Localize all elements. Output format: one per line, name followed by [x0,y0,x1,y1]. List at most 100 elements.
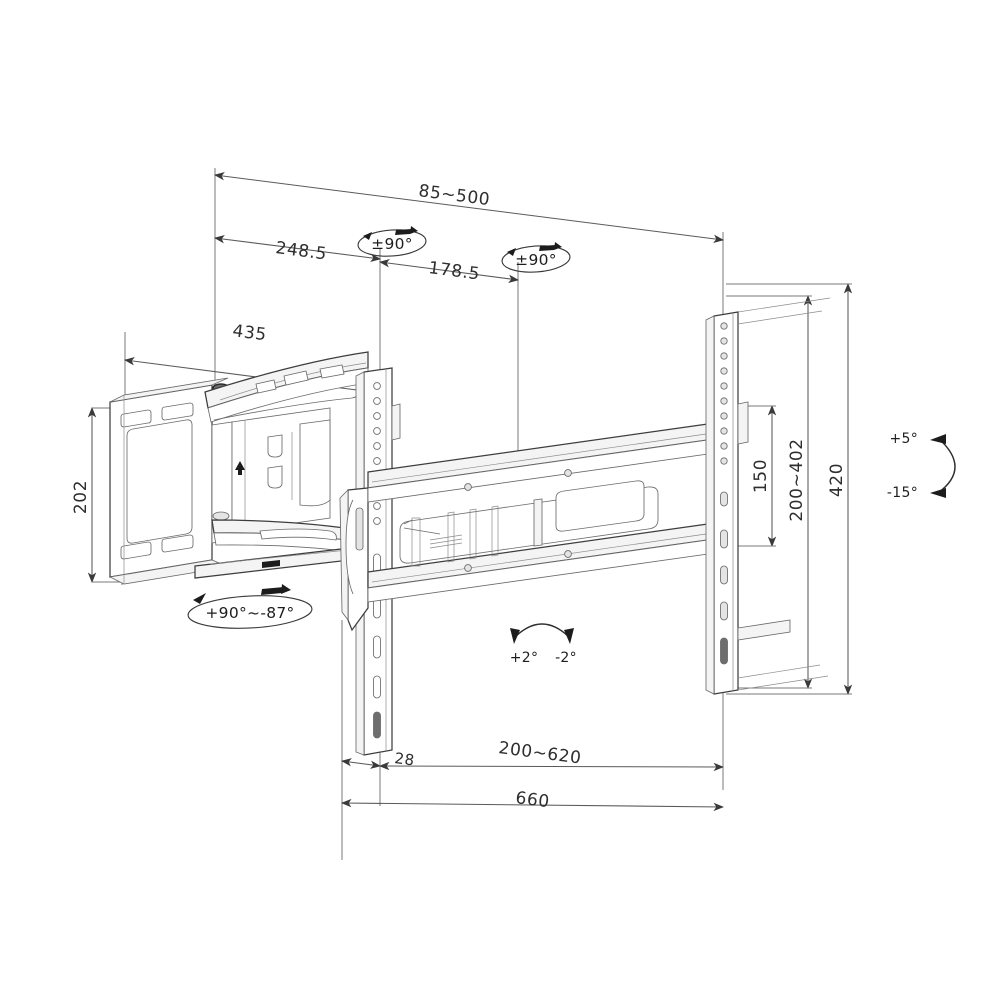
center-panel [399,480,659,567]
arrow-marker-stem [238,470,242,475]
pivot-hook-cutout-top [267,434,283,458]
center-panel-rib-1 [411,517,421,567]
dim-label-202: 202 [71,480,91,514]
right-rail-hole [720,382,728,390]
cross-bar-screw [564,469,572,477]
wall-plate-center-cutout [126,419,193,544]
right-rail-hole [720,412,728,420]
top-cross-bar-crease [371,431,721,483]
wall-plate-slot-bl [120,541,152,560]
left-rail-hole [373,382,381,390]
right-rail-slot [720,529,728,549]
base-swivel-nub [262,560,280,568]
upper-arm-slot-3 [255,379,277,394]
tilt-arc-icon [937,437,956,494]
rotation-ellipse-icon [187,595,313,629]
bottom-pivot-knuckle [212,511,230,521]
level-plus-label: +2° [510,650,539,666]
dim-line-660 [340,798,725,812]
right-rail-tab [737,401,749,445]
right-rail-top-flange-edge-2 [737,310,823,325]
dim-label-660: 660 [514,788,551,812]
left-rail-hole [373,427,381,435]
tilt-down-label: -15° [887,485,918,501]
tilt-symbol: +5° -15° [887,431,956,501]
right-rail-hole [720,337,728,345]
base-swivel-label: +90°~-87° [205,604,294,622]
left-rail-hole [373,502,381,510]
dim-label-200-402: 200~402 [787,438,807,521]
left-rail-slot-filled [373,711,381,739]
tilt-head-curve [345,499,354,595]
right-rail-hole [720,367,728,375]
right-side-stub [737,619,791,641]
right-rail-hole [720,352,728,360]
right-rail-slot [720,565,728,585]
rotation-ellipse-icon [501,245,571,273]
tilt-up-label: +5° [889,431,918,447]
center-panel-post [533,498,543,547]
right-rail-hole [720,322,728,330]
rotation-arrow-top-icon [395,229,412,235]
left-rail-tab [391,403,401,441]
upper-arm-slot-2 [319,364,345,379]
wall-plate-slot-tl [120,409,152,428]
center-panel-detail [403,519,441,535]
arm-pivot-block [211,383,331,544]
base-swivel-symbol: +90°~-87° [187,584,313,629]
dim-line-248-5 [213,235,382,262]
tilt-arrow-up-icon [930,434,946,444]
wall-plate-slot-br [161,534,194,553]
level-symbol: +2° -2° [510,623,577,666]
dimension-network: 85~500 248.5 178.5 435 202 150 200~402 4… [71,168,853,860]
cross-bar-screw [464,564,472,572]
dim-line-200-620 [378,761,725,772]
center-panel-rib-2 [447,511,455,563]
rotation-arrow-top-icon [539,245,556,251]
rotation-arrow-left-icon [507,248,516,256]
right-rail-hole [720,457,728,465]
dim-label-150: 150 [751,459,771,493]
swivel-label-1: ±90° [371,235,413,253]
level-arc-icon [513,623,571,639]
left-rail-slot [373,635,381,659]
swivel-symbol-2: ±90° [501,242,571,273]
left-rail-hole [373,517,381,525]
rotation-arrowhead-top-icon [410,226,418,234]
pivot-hook-cutout-bottom [267,465,283,489]
product-assembly [108,297,831,756]
dim-label-435: 435 [231,321,268,345]
base-rotation-arrow-top-icon [261,587,284,595]
center-panel-rib-3 [469,508,477,560]
dim-label-420: 420 [827,463,847,497]
annotation-symbols: ±90° ±90° +90°~-87° +5° -15° [187,226,956,666]
bottom-cross-bar-crease [371,531,721,583]
right-rail-slot [720,491,728,507]
level-arrow-right-icon [564,628,574,644]
pivot-plate-rounded-wing [299,419,331,507]
wall-plate [108,377,230,585]
left-rail-slot [373,675,381,699]
wall-plate-slot-tr [161,402,194,421]
center-panel-inner-window [555,480,645,532]
upper-arm-slot-1 [283,370,309,386]
rotation-arrow-left-icon [363,232,372,240]
cross-bar-screw [464,483,472,491]
right-rail-top-flange-edge [737,297,831,313]
right-rail-slot-filled [720,637,728,665]
right-rail-hole [720,442,728,450]
base-swivel-bar-crease [209,549,349,565]
tilt-head-slot [355,507,364,551]
rotation-arrowhead-top-icon [554,242,562,250]
right-rail-hole [720,427,728,435]
right-rail-hole [720,397,728,405]
tilt-arrow-down-icon [930,488,946,498]
left-rail-hole [373,457,381,465]
left-rail-hole [373,442,381,450]
dim-line-85-500 [213,172,725,243]
base-rotation-arrowhead-icon [281,584,291,594]
dim-line-28 [340,758,382,769]
lower-arm-slot [259,528,337,541]
level-minus-label: -2° [555,650,577,666]
